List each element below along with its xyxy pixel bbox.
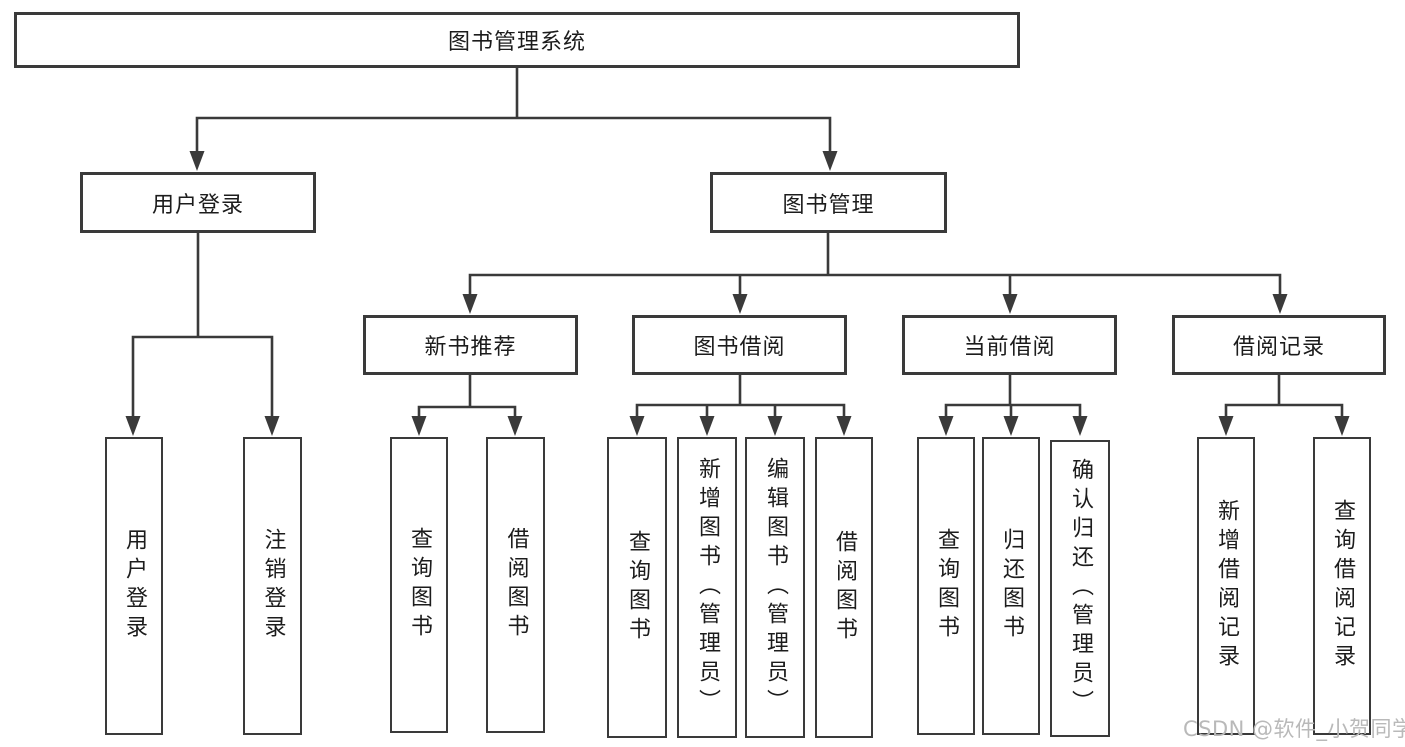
csdn-watermark: CSDN @软件_小贺同学: [1183, 717, 1405, 741]
leaf-add-books-admin-label: 新增图书（管理员）: [695, 457, 720, 718]
leaf-recommend-borrow-books: 借阅图书: [486, 437, 545, 733]
leaf-borrow-books: 借阅图书: [815, 437, 873, 738]
leaf-user-login-label: 用户登录: [122, 528, 147, 644]
leaf-recommend-query-books-label: 查询图书: [407, 527, 432, 643]
leaf-query-borrow-record-label: 查询借阅记录: [1330, 499, 1355, 673]
leaf-logout: 注销登录: [243, 437, 302, 735]
node-library-management-system: 图书管理系统: [14, 12, 1020, 68]
leaf-add-borrow-record-label: 新增借阅记录: [1214, 499, 1239, 673]
node-current-borrow-label: 当前借阅: [963, 335, 1056, 360]
arrowheads: [125, 151, 1350, 436]
node-user-login-label: 用户登录: [151, 192, 244, 218]
node-current-borrow: 当前借阅: [902, 315, 1117, 375]
leaf-current-query-books: 查询图书: [917, 437, 975, 735]
node-book-management: 图书管理: [710, 172, 947, 233]
leaf-edit-books-admin-label: 编辑图书（管理员）: [763, 457, 788, 718]
leaf-user-login: 用户登录: [105, 437, 163, 735]
leaf-borrow-books-label: 借阅图书: [832, 529, 857, 646]
leaf-confirm-return-admin: 确认归还（管理员）: [1050, 440, 1110, 737]
node-library-management-system-label: 图书管理系统: [447, 30, 586, 55]
node-book-borrow: 图书借阅: [632, 315, 847, 375]
leaf-query-borrow-record: 查询借阅记录: [1313, 437, 1371, 735]
node-new-book-recommend: 新书推荐: [363, 315, 578, 375]
leaf-add-books-admin: 新增图书（管理员）: [677, 437, 737, 738]
leaf-edit-books-admin: 编辑图书（管理员）: [745, 437, 805, 738]
node-new-book-recommend-label: 新书推荐: [424, 335, 517, 360]
leaf-logout-label: 注销登录: [260, 528, 286, 644]
leaf-add-borrow-record: 新增借阅记录: [1197, 437, 1255, 735]
node-book-borrow-label: 图书借阅: [693, 335, 786, 360]
leaf-return-books-label: 归还图书: [999, 528, 1024, 644]
leaf-current-query-books-label: 查询图书: [934, 528, 959, 644]
leaf-borrow-query-books-label: 查询图书: [625, 529, 650, 646]
leaf-recommend-borrow-books-label: 借阅图书: [503, 527, 529, 643]
leaf-return-books: 归还图书: [982, 437, 1040, 735]
leaf-borrow-query-books: 查询图书: [607, 437, 667, 738]
node-borrow-records-label: 借阅记录: [1232, 335, 1325, 360]
node-borrow-records: 借阅记录: [1172, 315, 1386, 375]
leaf-recommend-query-books: 查询图书: [390, 437, 448, 733]
node-book-management-label: 图书管理: [782, 192, 875, 218]
node-user-login: 用户登录: [80, 172, 316, 233]
leaf-confirm-return-admin-label: 确认归还（管理员）: [1068, 458, 1093, 719]
